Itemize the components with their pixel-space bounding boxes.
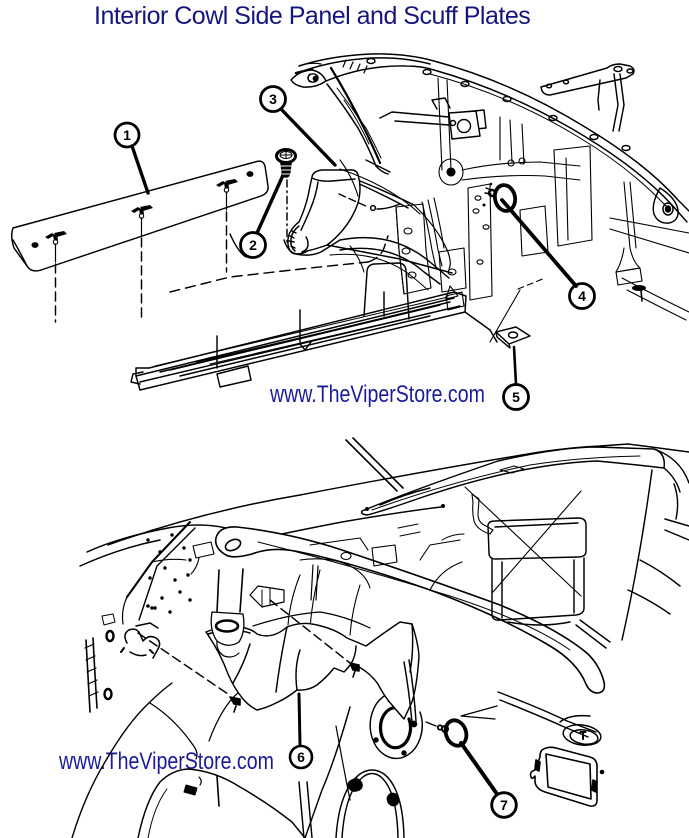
svg-text:4: 4 bbox=[578, 288, 586, 304]
svg-text:2: 2 bbox=[249, 237, 257, 253]
svg-text:1: 1 bbox=[123, 127, 131, 143]
svg-text:5: 5 bbox=[512, 389, 520, 405]
svg-text:6: 6 bbox=[297, 749, 305, 765]
svg-text:7: 7 bbox=[500, 797, 508, 813]
svg-text:3: 3 bbox=[269, 91, 277, 107]
